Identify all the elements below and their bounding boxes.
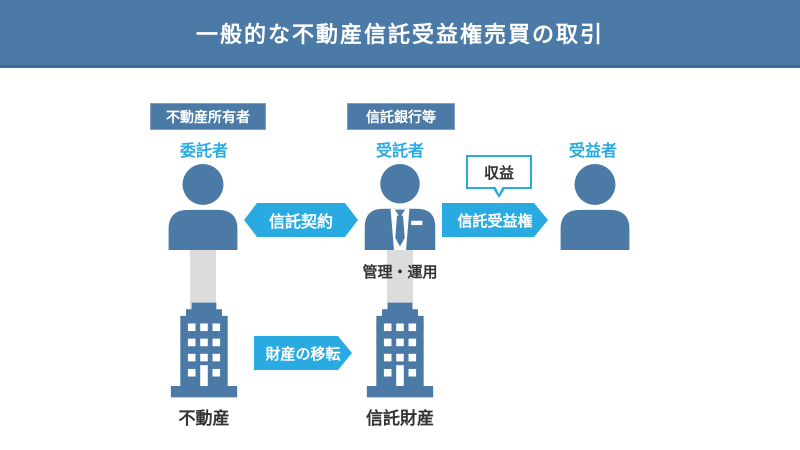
building-icon xyxy=(364,302,436,398)
trust-contract-arrow-label: 信託契約 xyxy=(268,214,333,231)
real-estate-label: 不動産 xyxy=(178,409,230,428)
person-icon xyxy=(162,164,244,250)
profit-bubble-label: 収益 xyxy=(483,164,514,182)
page-title: 一般的な不動産信託受益権売買の取引 xyxy=(195,21,604,47)
settlor-box-label: 不動産所有者 xyxy=(150,103,266,130)
trust-property-label: 信託財産 xyxy=(366,409,434,428)
property-transfer-arrow: 財産の移転 xyxy=(254,336,352,370)
settlor-role-label: 委託者 xyxy=(179,143,228,160)
profit-bubble: 収益 xyxy=(466,155,532,189)
beneficiary-role-label: 受益者 xyxy=(568,143,617,160)
trustee-note-label: 管理・運用 xyxy=(362,264,438,281)
trust-contract-arrow: 信託契約 xyxy=(244,203,358,237)
building-icon xyxy=(168,302,240,398)
businessman-icon xyxy=(357,164,443,250)
header-bar: 一般的な不動産信託受益権売買の取引 xyxy=(0,0,800,68)
settlor-connector-line xyxy=(190,248,216,310)
trustee-role-label: 受託者 xyxy=(375,143,424,160)
person-icon xyxy=(552,164,638,250)
trust-beneficiary-right-arrow: 信託受益権 xyxy=(442,203,548,237)
trust-beneficiary-right-arrow-label: 信託受益権 xyxy=(457,212,533,230)
trustee-box-label: 信託銀行等 xyxy=(347,103,455,130)
property-transfer-arrow-label: 財産の移転 xyxy=(265,345,341,363)
trustee-connector-line xyxy=(387,248,413,310)
